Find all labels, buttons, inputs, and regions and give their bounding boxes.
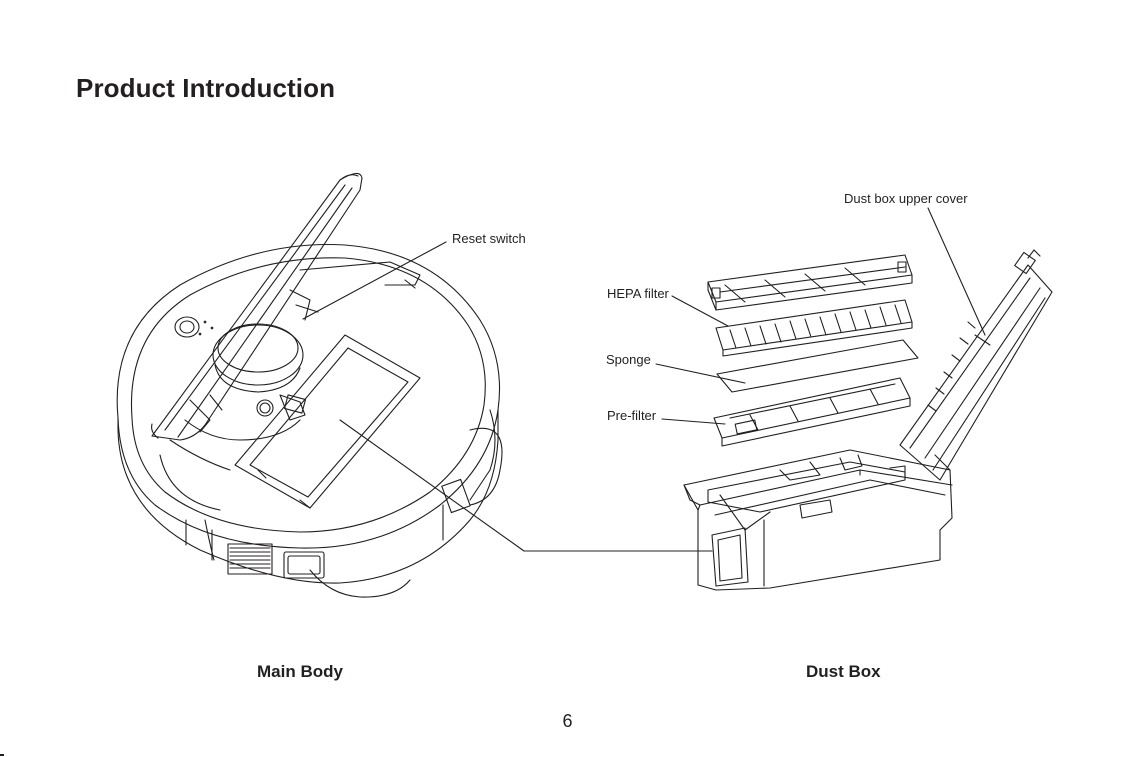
dust-box-body [684,450,952,590]
label-sponge: Sponge [606,352,651,367]
dust-box-upper-cover [900,250,1052,480]
main-body-open-lid [152,173,362,440]
main-body-dust-box-slot [235,335,420,508]
sponge-sheet [717,340,918,392]
label-hepa-filter: HEPA filter [607,286,669,301]
dust-box-connector-line [340,420,712,551]
power-button-icon [175,317,199,337]
upper-cover-leader-line [928,208,985,335]
label-pre-filter: Pre-filter [607,408,656,423]
hepa-filter-pleats [716,300,912,356]
pre-filter-frame [714,378,910,446]
robot-main-body-illustration [117,173,502,597]
front-vent-grille [228,544,272,574]
sponge-leader-line [656,364,745,383]
reset-switch-leader-line [303,242,446,319]
hepa-filter-frame [708,255,912,310]
label-dust-box-upper-cover: Dust box upper cover [844,191,968,206]
corner-mark [0,754,4,756]
caption-dust-box: Dust Box [806,662,881,682]
dust-box-illustration [684,250,1052,590]
caption-main-body: Main Body [257,662,343,682]
hepa-leader-line [672,296,728,326]
page-number: 6 [0,711,1135,732]
label-reset-switch: Reset switch [452,231,526,246]
